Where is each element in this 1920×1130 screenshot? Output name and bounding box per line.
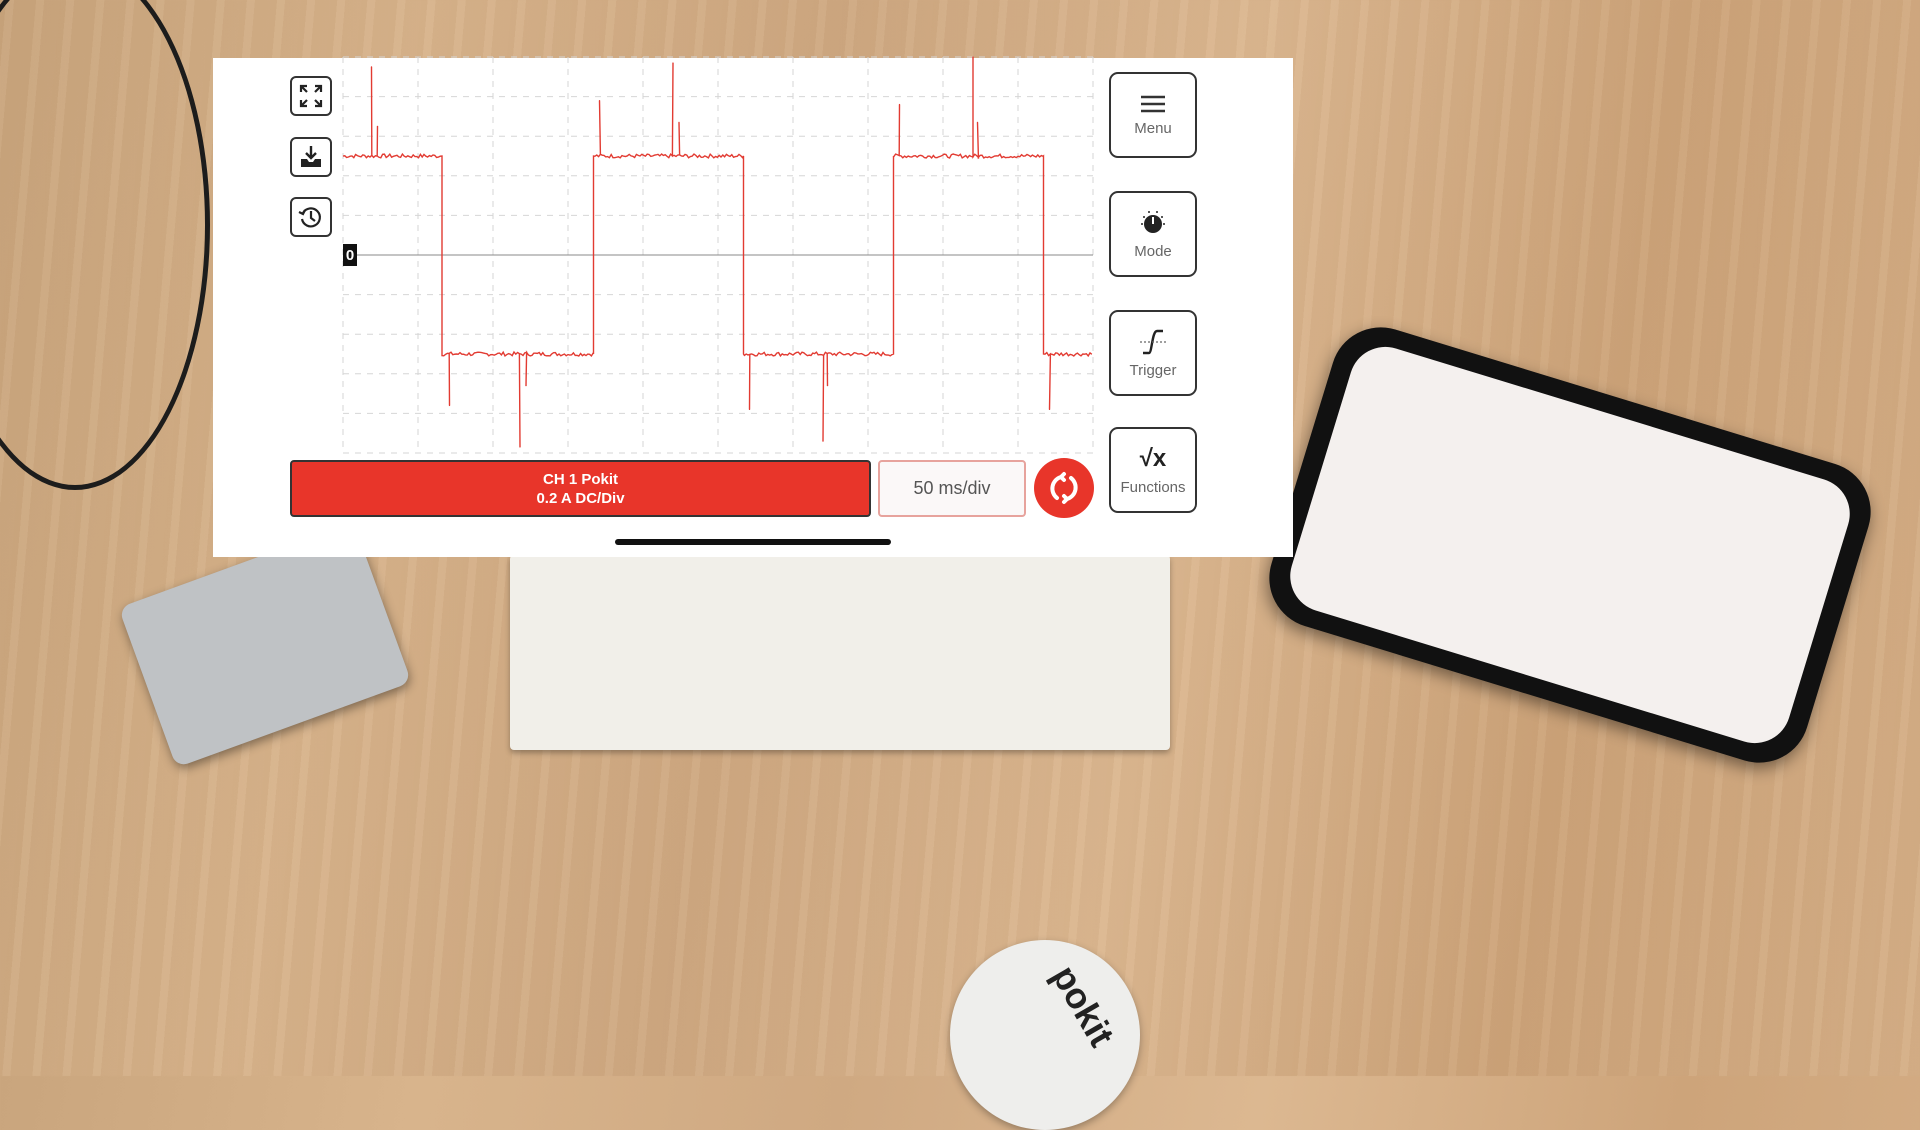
- functions-label: Functions: [1120, 478, 1186, 496]
- run-stop-button[interactable]: [1034, 458, 1094, 518]
- mode-label: Mode: [1134, 242, 1172, 260]
- history-button[interactable]: [290, 197, 332, 237]
- menu-button[interactable]: Menu: [1109, 72, 1197, 158]
- channel-scale: 0.2 A DC/Div: [536, 489, 625, 507]
- channel-settings-button[interactable]: CH 1 Pokit 0.2 A DC/Div: [290, 460, 871, 517]
- trigger-label: Trigger: [1129, 361, 1177, 379]
- trigger-button[interactable]: Trigger: [1109, 310, 1197, 396]
- trigger-edge-icon: [1140, 329, 1166, 354]
- zero-level-marker[interactable]: 0: [343, 244, 357, 266]
- timebase-button[interactable]: 50 ms/div: [878, 460, 1026, 517]
- save-button[interactable]: [290, 137, 332, 177]
- fullscreen-button[interactable]: [290, 76, 332, 116]
- knob-icon: [1141, 210, 1165, 233]
- menu-label: Menu: [1134, 119, 1172, 137]
- sqrt-x-icon: √x: [1139, 444, 1167, 472]
- home-indicator[interactable]: [615, 539, 891, 545]
- history-icon: [298, 207, 321, 228]
- functions-button[interactable]: √x Functions: [1109, 427, 1197, 513]
- breadboard: [510, 555, 1170, 750]
- channel-name: CH 1 Pokit: [542, 470, 618, 488]
- mode-button[interactable]: Mode: [1109, 191, 1197, 277]
- expand-icon: [299, 84, 323, 108]
- download-tray-icon: [301, 146, 321, 167]
- hamburger-icon: [1141, 95, 1165, 112]
- run-stop-icon: [1050, 472, 1078, 504]
